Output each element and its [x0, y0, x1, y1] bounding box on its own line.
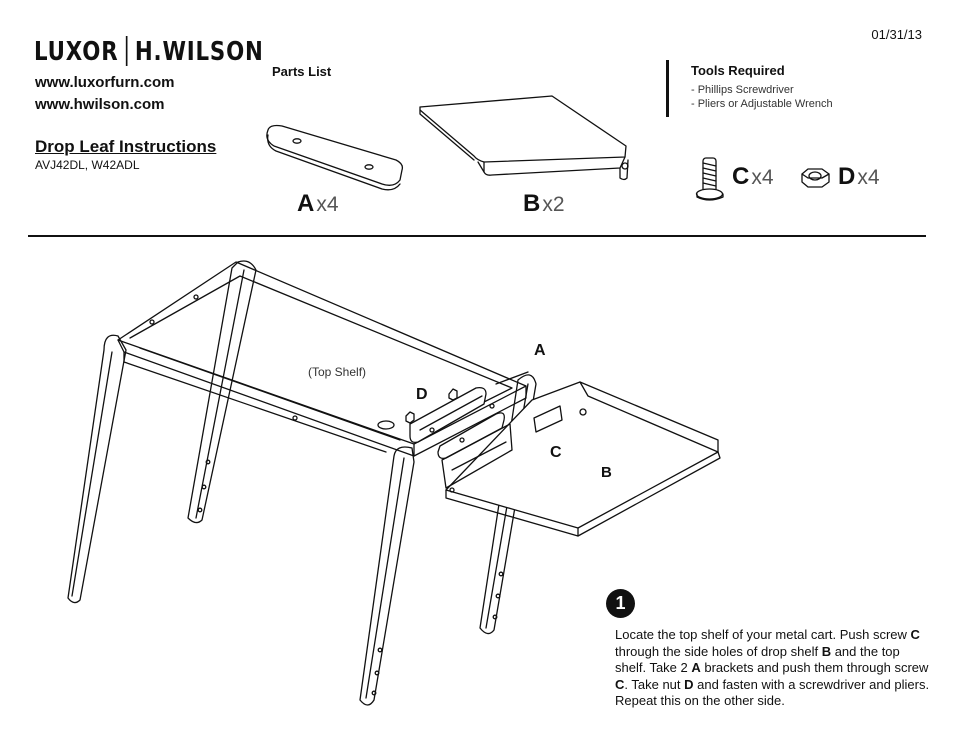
cart-legs-drawing	[67, 260, 537, 706]
brand-logo: LUXOR H.WILSON	[34, 36, 264, 67]
page-title: Drop Leaf Instructions	[35, 137, 217, 156]
step-number-badge: 1	[606, 589, 635, 618]
part-d-nut-icon	[801, 168, 830, 188]
url-luxorfurn[interactable]: www.luxorfurn.com	[35, 74, 175, 91]
tool-pliers: - Pliers or Adjustable Wrench	[691, 98, 833, 110]
step-text-1: Locate the top shelf of your metal cart.…	[615, 627, 911, 642]
tool-screwdriver: - Phillips Screwdriver	[691, 84, 794, 96]
step-text-4: brackets and push them through screw	[700, 660, 929, 675]
brand-luxor: LUXOR	[34, 37, 119, 67]
part-b-shelf-icon	[419, 95, 629, 181]
part-d-letter: D	[838, 163, 856, 190]
logo-divider	[125, 36, 128, 66]
part-a-label: Ax4	[297, 190, 339, 218]
part-a-qty: x4	[316, 193, 339, 216]
step-text-3: and the top shelf. Take 2	[615, 643, 900, 676]
bracket-a-drawing	[409, 371, 529, 460]
document-date: 01/31/13	[871, 27, 922, 42]
step-instructions: Locate the top shelf of your metal cart.…	[615, 627, 930, 710]
model-numbers: AVJ42DL, W42ADL	[35, 158, 140, 172]
tools-divider	[666, 60, 669, 117]
part-b-qty: x2	[542, 193, 565, 216]
tools-heading: Tools Required	[691, 63, 785, 78]
part-b-letter: B	[523, 190, 541, 217]
step-part-c-2: C	[615, 676, 625, 692]
part-d-label: Dx4	[838, 163, 880, 191]
parts-list-heading: Parts List	[272, 64, 332, 79]
part-d-qty: x4	[857, 166, 880, 189]
step-text-5: . Take nut	[624, 676, 685, 692]
part-c-label: Cx4	[732, 163, 774, 191]
part-b-label: Bx2	[523, 190, 565, 218]
section-divider	[28, 235, 926, 237]
callout-d: D	[416, 386, 428, 403]
url-hwilson[interactable]: www.hwilson.com	[35, 96, 165, 113]
part-c-qty: x4	[751, 166, 774, 189]
step-part-a: A	[691, 660, 701, 675]
part-c-letter: C	[732, 163, 750, 190]
part-a-letter: A	[297, 190, 315, 217]
step-part-c: C	[910, 627, 920, 642]
drop-shelf-b-drawing	[441, 381, 721, 537]
brand-hwilson: H.WILSON	[134, 37, 264, 67]
step-text-6: and fasten with a screwdriver and pliers…	[615, 676, 930, 709]
callout-a: A	[534, 342, 546, 359]
callout-c: C	[550, 444, 562, 461]
step-part-d: D	[684, 676, 694, 692]
top-shelf-drawing	[117, 261, 527, 457]
part-c-screw-icon	[695, 157, 724, 201]
callout-b: B	[601, 464, 612, 481]
part-a-bracket-icon	[266, 124, 404, 191]
step-text-2: through the side holes of drop shelf	[615, 643, 822, 659]
top-shelf-label: (Top Shelf)	[308, 365, 367, 379]
step-part-b: B	[821, 643, 832, 659]
